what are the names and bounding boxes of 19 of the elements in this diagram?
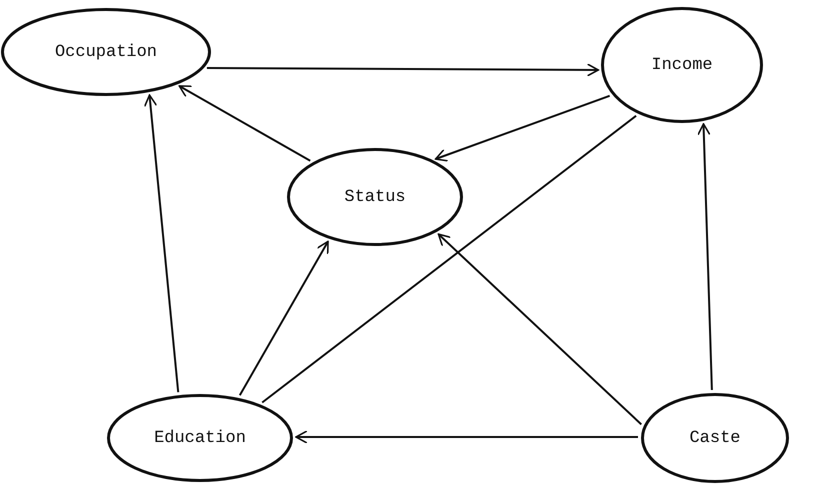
arrow — [697, 123, 713, 390]
arrow — [238, 240, 329, 396]
node-ellipse — [601, 7, 763, 123]
arrow — [206, 63, 600, 77]
node-ellipse — [107, 394, 293, 482]
arrow — [295, 430, 638, 444]
node-label: Education — [154, 428, 246, 448]
arrow — [178, 85, 311, 162]
arrow — [438, 233, 642, 426]
arrow — [144, 94, 180, 392]
node-label: Caste — [689, 428, 740, 448]
node-ellipse — [287, 148, 463, 246]
node-ellipse — [641, 393, 789, 483]
node-label: Occupation — [54, 42, 158, 62]
node-label: Status — [344, 188, 406, 206]
connector-line — [262, 115, 637, 404]
node-label: Income — [651, 56, 713, 74]
node-ellipse — [1, 8, 211, 96]
arrow — [434, 94, 610, 162]
